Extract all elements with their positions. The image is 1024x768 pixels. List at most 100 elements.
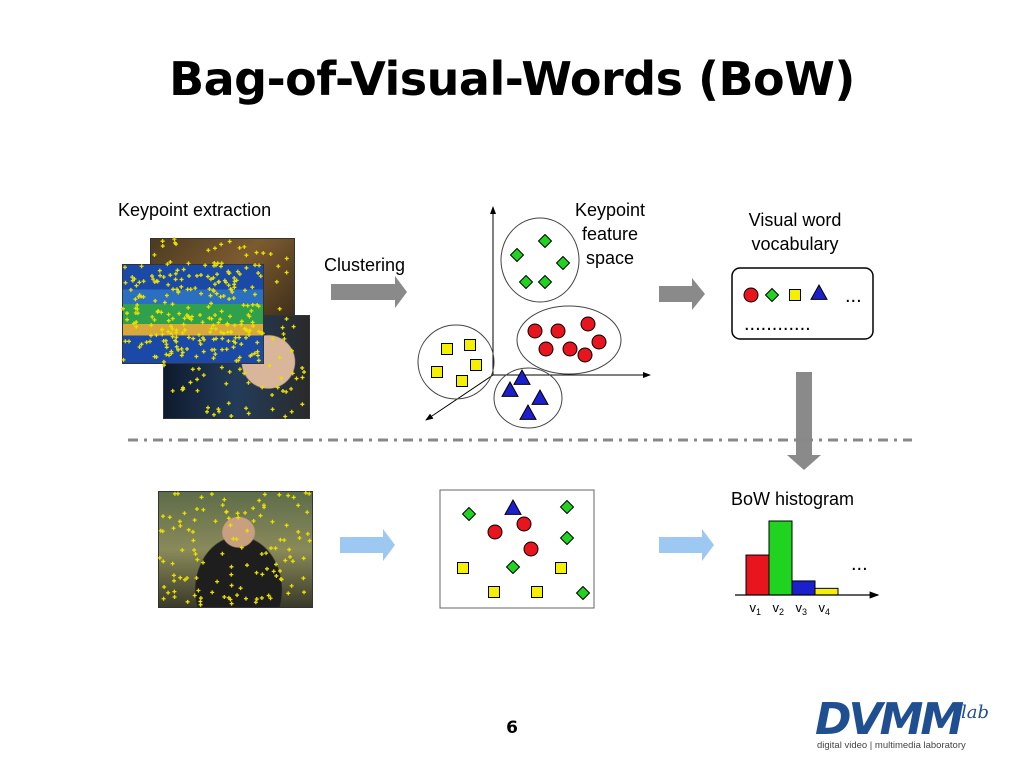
keypoint-marker [288,554,293,559]
keypoint-marker [239,319,244,324]
keypoint-marker [127,339,132,344]
yellow-square-marker [531,586,543,598]
red-circle-marker [487,524,503,540]
keypoint-marker [300,365,305,370]
vocabulary-box [731,267,874,340]
keypoint-marker [226,338,231,343]
cluster-blue [493,367,563,429]
keypoint-marker [121,357,126,362]
keypoint-marker [195,388,200,393]
keypoint-marker [179,353,184,358]
red-circle-marker [577,347,593,363]
keypoint-marker [227,239,232,244]
keypoint-marker [219,330,224,335]
keypoint-marker [157,268,162,273]
keypoint-marker [149,274,154,279]
keypoint-marker [134,324,139,329]
keypoint-marker [188,380,193,385]
keypoint-marker [256,329,261,334]
blue-triangle-marker [513,368,531,385]
green-diamond-marker [509,247,525,263]
keypoint-marker [198,602,203,607]
keypoint-marker [161,359,166,364]
keypoint-marker [182,577,187,582]
keypoint-marker [235,593,240,598]
keypoint-marker [291,324,296,329]
green-diamond-marker [555,255,571,271]
keypoint-marker [277,306,282,311]
keypoint-marker [235,269,240,274]
keypoint-marker [226,401,231,406]
vocabulary-label: Visual word vocabulary [748,210,842,254]
keypoint-marker [217,409,222,414]
keypoint-marker [242,244,247,249]
keypoint-marker [218,294,223,299]
keypoint-marker [221,331,226,336]
keypoint-marker [229,583,234,588]
keypoint-marker [228,314,233,319]
keypoint-marker [270,519,275,524]
green-diamond-marker [518,274,534,290]
keypoint-marker [226,516,231,521]
green-diamond-marker [559,530,575,546]
keypoint-marker [245,528,250,533]
keypoint-marker [245,563,250,568]
keypoint-marker [168,273,173,278]
keypoint-marker [237,367,242,372]
keypoint-marker [211,356,216,361]
keypoint-marker [205,409,210,414]
keypoint-marker [194,273,199,278]
keypoint-marker [125,317,130,322]
keypoint-marker [172,589,177,594]
keypoint-marker [215,579,220,584]
keypoint-marker [233,335,238,340]
keypoint-marker [300,402,305,407]
keypoint-marker [250,302,255,307]
keypoint-marker [232,276,237,281]
keypoint-marker [209,326,214,331]
keypoint-marker [135,303,140,308]
keypoint-marker [170,302,175,307]
keypoint-marker [286,591,291,596]
logo-lab-text: lab [961,702,990,723]
keypoint-marker [236,515,241,520]
keypoint-marker [250,285,255,290]
keypoint-marker [276,264,281,269]
keypoint-marker [170,388,175,393]
keypoint-marker [161,596,166,601]
keypoint-marker [274,562,279,567]
histogram-bar-v4 [814,587,839,596]
keypoint-marker [192,548,197,553]
keypoint-marker [206,304,211,309]
keypoint-marker [179,284,184,289]
keypoint-marker [270,336,275,341]
blue-triangle-marker [501,380,519,397]
slide-title: Bag-of-Visual-Words (BoW) [169,52,855,106]
keypoint-photo-map [122,264,264,364]
keypoint-marker [287,547,292,552]
keypoint-marker [289,583,294,588]
keypoint-marker [303,490,308,495]
keypoint-marker [284,523,289,528]
keypoint-marker [234,278,239,283]
page-number: 6 [506,718,518,738]
keypoint-marker [254,250,259,255]
keypoint-marker [241,303,246,308]
vocabulary-dots: ............ [744,313,811,335]
keypoint-marker [186,314,191,319]
red-circle-marker [743,287,759,303]
keypoint-marker [172,240,177,245]
keypoint-marker [205,405,210,410]
keypoint-marker [251,506,256,511]
keypoint-marker [224,381,229,386]
keypoint-marker [258,274,263,279]
keypoint-marker [166,312,171,317]
keypoint-marker [226,595,231,600]
keypoint-marker [194,506,199,511]
keypoint-marker [175,268,180,273]
keypoint-marker [160,239,165,244]
keypoint-marker [253,263,258,268]
keypoint-marker [191,538,196,543]
keypoint-marker [157,555,162,560]
keypoint-marker [208,277,213,282]
